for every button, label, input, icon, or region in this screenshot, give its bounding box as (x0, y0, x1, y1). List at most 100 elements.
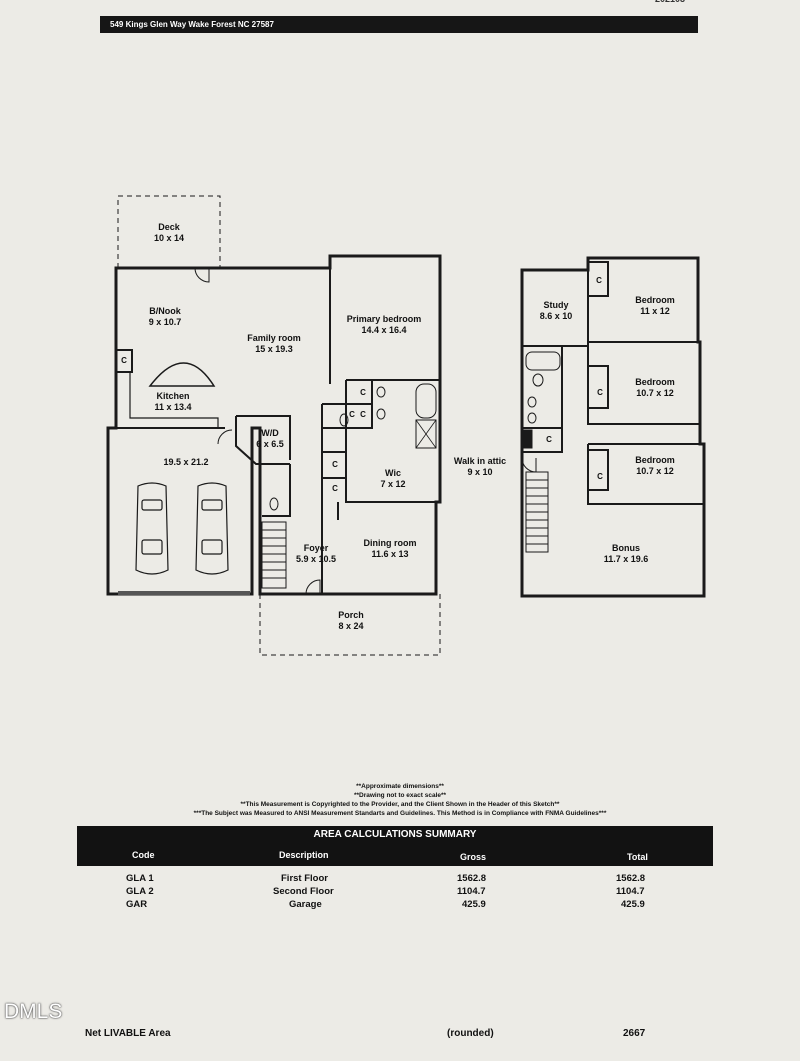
room-size: 10.7 x 12 (636, 466, 674, 476)
closet-label: C (332, 484, 338, 493)
note-line: **Approximate dimensions** (356, 783, 444, 790)
car-left (135, 482, 169, 575)
room-size: 6 x 6.5 (256, 439, 284, 449)
room-size: 11 x 13.4 (154, 402, 192, 412)
room-wic: Wic 7 x 12 (380, 468, 405, 490)
room-wd: W/D 6 x 6.5 (256, 428, 284, 450)
net-livable-label: Net LIVABLE Area (85, 1028, 171, 1039)
row-gross: 425.9 (462, 899, 486, 910)
closet-label: C (332, 460, 338, 469)
row-gross: 1104.7 (457, 886, 486, 897)
row-total: 1562.8 (616, 873, 646, 884)
row-description: First Floor (281, 873, 328, 884)
closet-label: C (597, 388, 603, 397)
room-size: 9 x 10 (467, 467, 493, 477)
note-line: **This Measurement is Copyrighted to the… (240, 801, 560, 808)
room-attic: Walk in attic 9 x 10 (454, 456, 506, 478)
floor-plan-drawing (106, 195, 706, 656)
area-summary-header: AREA CALCULATIONS SUMMARY Code Descripti… (77, 826, 713, 866)
room-bedroom-2: Bedroom 10.7 x 12 (635, 377, 675, 399)
closet-label: C (121, 356, 127, 365)
room-size: 7 x 12 (380, 479, 406, 489)
row-description: Garage (289, 899, 322, 910)
room-foyer: Foyer 5.9 x 10.5 (296, 543, 336, 565)
col-code: Code (132, 850, 155, 860)
note-line: **Drawing not to exact scale** (353, 792, 447, 799)
col-description: Description (279, 850, 329, 860)
row-total: 425.9 (621, 899, 645, 910)
rounded-label: (rounded) (447, 1028, 494, 1039)
room-name: B/Nook (149, 306, 181, 316)
room-size: 5.9 x 10.5 (295, 554, 337, 564)
closet-label: C (596, 276, 602, 285)
room-garage: 19.5 x 21.2 (163, 457, 208, 468)
room-name: Bedroom (635, 295, 675, 305)
table-row: GAR Garage 425.9 425.9 (0, 899, 800, 912)
room-name: Porch (338, 610, 364, 620)
closet-label: C (597, 472, 603, 481)
room-size: 11.7 x 19.6 (603, 554, 649, 564)
room-size: 10.7 x 12 (636, 388, 674, 398)
table-row: GLA 1 First Floor 1562.8 1562.8 (0, 873, 800, 886)
room-name: Family room (247, 333, 301, 343)
row-gross: 1562.8 (457, 873, 487, 884)
closet-label: C (349, 410, 355, 419)
room-study: Study 8.6 x 10 (540, 300, 573, 322)
room-name: Deck (158, 222, 180, 232)
col-gross: Gross (460, 852, 487, 862)
porch-outline (259, 594, 441, 656)
net-livable-value: 2667 (623, 1028, 646, 1039)
row-code: GAR (126, 899, 148, 910)
row-code: GLA 2 (126, 886, 154, 897)
room-name: Study (543, 300, 569, 310)
room-size: 9 x 10.7 (148, 317, 182, 327)
note-line: ***The Subject was Measured to ANSI Meas… (193, 810, 607, 817)
room-name: Walk in attic (453, 456, 507, 466)
room-bedroom-1: Bedroom 11 x 12 (635, 295, 675, 317)
room-name: Foyer (303, 543, 329, 553)
room-name: W/D (261, 428, 279, 438)
kitchen-island (148, 362, 216, 387)
col-total: Total (627, 852, 648, 862)
room-family: Family room 15 x 19.3 (247, 333, 301, 355)
room-size: 10 x 14 (153, 233, 185, 243)
notes-block: **Approximate dimensions** **Drawing not… (0, 782, 800, 818)
table-row: GLA 2 Second Floor 1104.7 1104.7 (0, 886, 800, 899)
room-size: 11.6 x 13 (371, 549, 409, 559)
row-total: 1104.7 (616, 886, 645, 897)
room-size: 8 x 24 (338, 621, 364, 631)
room-name: Dining room (363, 538, 417, 548)
room-name: Primary bedroom (346, 314, 422, 324)
room-name: Bedroom (635, 455, 675, 465)
room-deck: Deck 10 x 14 (154, 222, 184, 244)
room-size: 8.6 x 10 (539, 311, 573, 321)
room-size: 15 x 19.3 (255, 344, 293, 354)
room-name: Wic (385, 468, 401, 478)
room-kitchen: Kitchen 11 x 13.4 (154, 391, 191, 413)
row-code: GLA 1 (126, 873, 154, 884)
room-name: Kitchen (156, 391, 190, 401)
closet-label: C (546, 435, 552, 444)
corner-id: 202103 (655, 0, 685, 4)
room-porch: Porch 8 x 24 (338, 610, 364, 632)
room-size: 14.4 x 16.4 (361, 325, 407, 335)
room-bedroom-3: Bedroom 10.7 x 12 (635, 455, 675, 477)
room-bnook: B/Nook 9 x 10.7 (149, 306, 182, 328)
row-description: Second Floor (273, 886, 334, 897)
car-right (195, 482, 229, 575)
room-size: 19.5 x 21.2 (163, 457, 209, 467)
summary-title: AREA CALCULATIONS SUMMARY (313, 829, 477, 840)
room-size: 11 x 12 (640, 306, 670, 316)
closet-label: C (360, 388, 366, 397)
deck-outline (117, 195, 221, 268)
closet-label: C (360, 410, 366, 419)
room-name: Bonus (611, 543, 640, 553)
room-dining: Dining room 11.6 x 13 (364, 538, 417, 560)
room-primary: Primary bedroom 14.4 x 16.4 (347, 314, 422, 336)
dmls-watermark: DMLS (4, 1000, 63, 1023)
room-name: Bedroom (635, 377, 675, 387)
first-floor-outer-wall (106, 254, 442, 596)
address-header-bar: 549 Kings Glen Way Wake Forest NC 27587 (100, 16, 698, 33)
address-text: 549 Kings Glen Way Wake Forest NC 27587 (110, 20, 274, 29)
room-bonus: Bonus 11.7 x 19.6 (604, 543, 649, 565)
